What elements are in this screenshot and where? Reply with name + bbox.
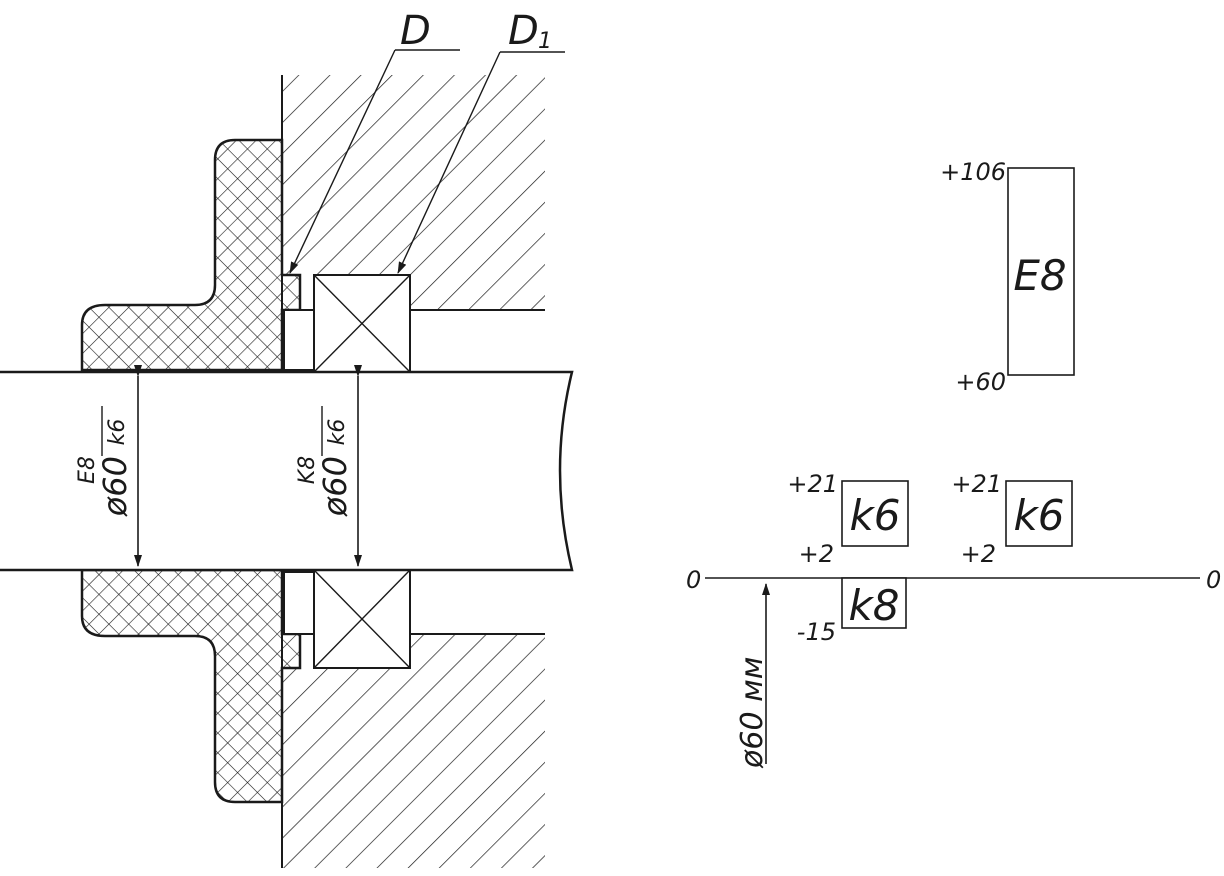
zone-E8: [1007, 167, 1075, 376]
k6-left-lower-label: +2: [799, 540, 834, 568]
bearing-lower: [313, 569, 411, 669]
fit-left-prefix: ø60: [96, 456, 134, 517]
assembly-drawing: E8 ø60 k6 K8 ø60 k6 D D 1: [0, 8, 574, 868]
zone-K8-name: k8: [848, 581, 899, 630]
k6-right-upper-label: +21: [951, 470, 1002, 498]
K8-lower-label: -15: [797, 618, 836, 646]
zone-k6-right-name: k6: [1013, 491, 1064, 540]
zone-k6-left-name: k6: [849, 491, 900, 540]
leader-D1: D 1: [397, 8, 565, 274]
E8-upper-label: +106: [940, 158, 1006, 186]
fit-right-prefix: ø60: [316, 456, 354, 517]
zone-E8-name: E8: [1013, 251, 1066, 300]
tolerance-diagram: 0 0 ø60 мм E8 k6 k6 k8 +106 +60 +21 +2 +…: [686, 158, 1221, 769]
E8-lower-label: +60: [955, 368, 1006, 396]
bearing-upper: [313, 274, 411, 373]
leader-D1-label: D: [508, 8, 539, 54]
cover-upper: [80, 138, 302, 372]
zone-k6-left: [841, 480, 909, 547]
leader-D-label: D: [400, 8, 431, 54]
zero-label-right: 0: [1206, 566, 1221, 594]
cover-lower: [80, 568, 302, 804]
fit-right-hole: K8: [295, 456, 320, 484]
zero-label-left: 0: [686, 566, 701, 594]
fit-left-shaft: k6: [105, 419, 130, 446]
spacer-ring-upper: [283, 309, 315, 371]
k6-right-lower-label: +2: [961, 540, 996, 568]
housing-upper: [282, 75, 545, 310]
fit-label-left: E8 ø60 k6: [75, 406, 134, 517]
housing-lower: [282, 634, 545, 868]
fit-label-right: K8 ø60 k6: [295, 406, 354, 517]
spacer-ring-lower: [283, 571, 315, 635]
fit-left-hole: E8: [75, 456, 100, 484]
leader-D1-subscript: 1: [538, 29, 552, 54]
k6-left-upper-label: +21: [787, 470, 838, 498]
shaft: [0, 370, 574, 572]
leader-D: D: [289, 8, 460, 274]
fit-right-shaft: k6: [325, 419, 350, 446]
nominal-label: ø60 мм: [735, 657, 770, 769]
zone-K8: [841, 577, 907, 629]
zone-k6-right: [1005, 480, 1073, 547]
